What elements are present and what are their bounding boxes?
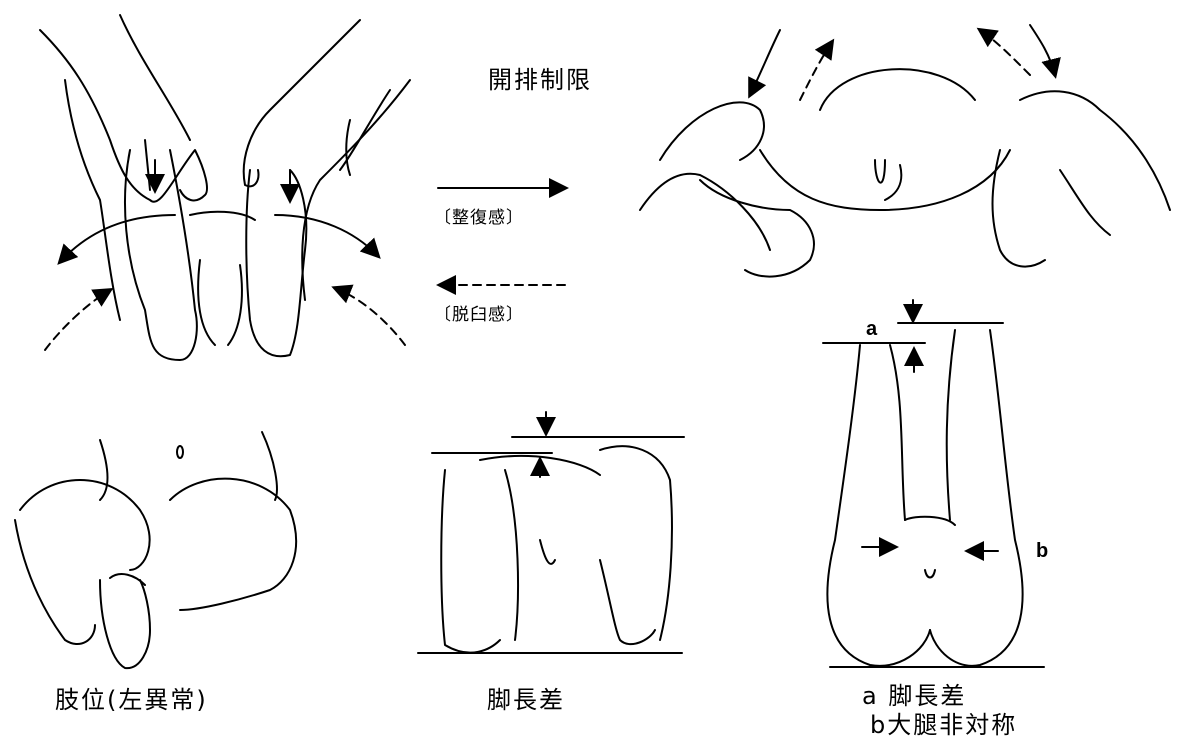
reduction-feel-label: 〔整復感〕 xyxy=(434,203,524,228)
leg-length-center-caption: 脚長差 xyxy=(487,680,565,715)
thigh-asymmetry-illustration xyxy=(823,300,1044,667)
leg-length-center-illustration xyxy=(418,412,684,653)
marker-a: a xyxy=(866,318,877,341)
ortolani-maneuver-illustration xyxy=(40,15,410,360)
abduction-limit-illustration xyxy=(640,25,1170,277)
limb-position-illustration xyxy=(15,432,296,668)
abduction-limit-label: 開排制限 xyxy=(488,60,592,95)
marker-b: b xyxy=(1036,540,1048,563)
limb-position-caption: 肢位(左異常) xyxy=(55,680,208,715)
dislocation-feel-label: 〔脱臼感〕 xyxy=(434,300,524,325)
caption-b: b大腿非対称 xyxy=(870,705,1017,740)
